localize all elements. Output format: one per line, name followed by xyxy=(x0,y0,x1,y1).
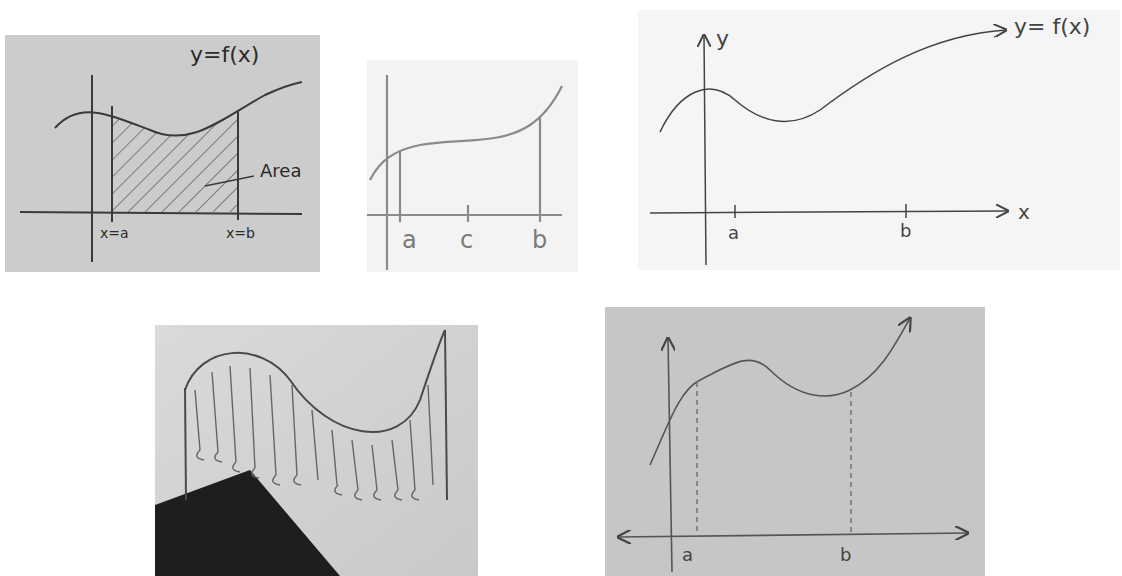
axis-label: y= f(x) xyxy=(1014,16,1090,38)
sketch-stroke xyxy=(112,95,238,212)
axis-label: a xyxy=(402,228,417,252)
sketch-stroke xyxy=(539,118,541,222)
sketch-scribble-area xyxy=(155,325,478,576)
sketch-stroke xyxy=(605,307,985,576)
sketch-stroke xyxy=(185,388,186,500)
sketch-stroke xyxy=(5,35,320,272)
sketch-dashed-bounds xyxy=(605,307,985,576)
sketch-stroke xyxy=(704,35,706,265)
sketch-stroke xyxy=(650,318,910,465)
sketch-axes-curve xyxy=(638,10,1120,270)
axis-label: b xyxy=(532,228,547,252)
sketch-stroke xyxy=(91,75,93,262)
sketch-stroke xyxy=(367,214,562,216)
sketch-stroke xyxy=(445,330,447,500)
sketch-stroke xyxy=(155,325,478,576)
sketch-stroke xyxy=(638,10,1120,270)
sketch-stroke xyxy=(155,470,340,576)
sketch-stroke xyxy=(195,366,433,490)
sketch-stroke xyxy=(399,150,401,222)
sketch-stroke xyxy=(205,176,254,186)
sketch-stroke xyxy=(237,110,239,220)
sketch-stroke xyxy=(850,392,852,534)
axis-label: y xyxy=(716,28,729,50)
axis-label: x=b xyxy=(226,226,255,240)
sketch-stroke xyxy=(111,106,113,222)
sketch-stroke xyxy=(905,204,907,218)
sketch-stroke xyxy=(197,450,419,500)
sketch-stroke xyxy=(467,205,469,222)
sketch-stroke xyxy=(386,75,388,270)
sketch-stroke xyxy=(734,205,736,218)
axis-label: y=f(x) xyxy=(190,44,259,66)
axis-label: a xyxy=(682,546,693,564)
sketch-stroke xyxy=(660,30,1006,132)
axis-label: b xyxy=(840,546,851,564)
sketch-stroke xyxy=(370,86,562,180)
axis-label: b xyxy=(900,222,911,240)
sketch-stroke xyxy=(696,382,698,535)
sketch-stroke xyxy=(650,211,1008,213)
sketch-stroke xyxy=(367,60,578,272)
axis-label: Area xyxy=(260,162,301,180)
sketch-stroke xyxy=(20,212,302,214)
axis-label: x=a xyxy=(100,226,129,240)
sketch-stroke xyxy=(618,533,968,537)
sketch-area-shaded xyxy=(5,35,320,272)
sketch-stroke xyxy=(55,82,302,136)
sketch-stroke xyxy=(185,330,445,432)
axis-label: a xyxy=(728,224,739,242)
axis-label: x xyxy=(1018,202,1030,222)
sketch-abc xyxy=(367,60,578,272)
axis-label: c xyxy=(460,228,473,252)
